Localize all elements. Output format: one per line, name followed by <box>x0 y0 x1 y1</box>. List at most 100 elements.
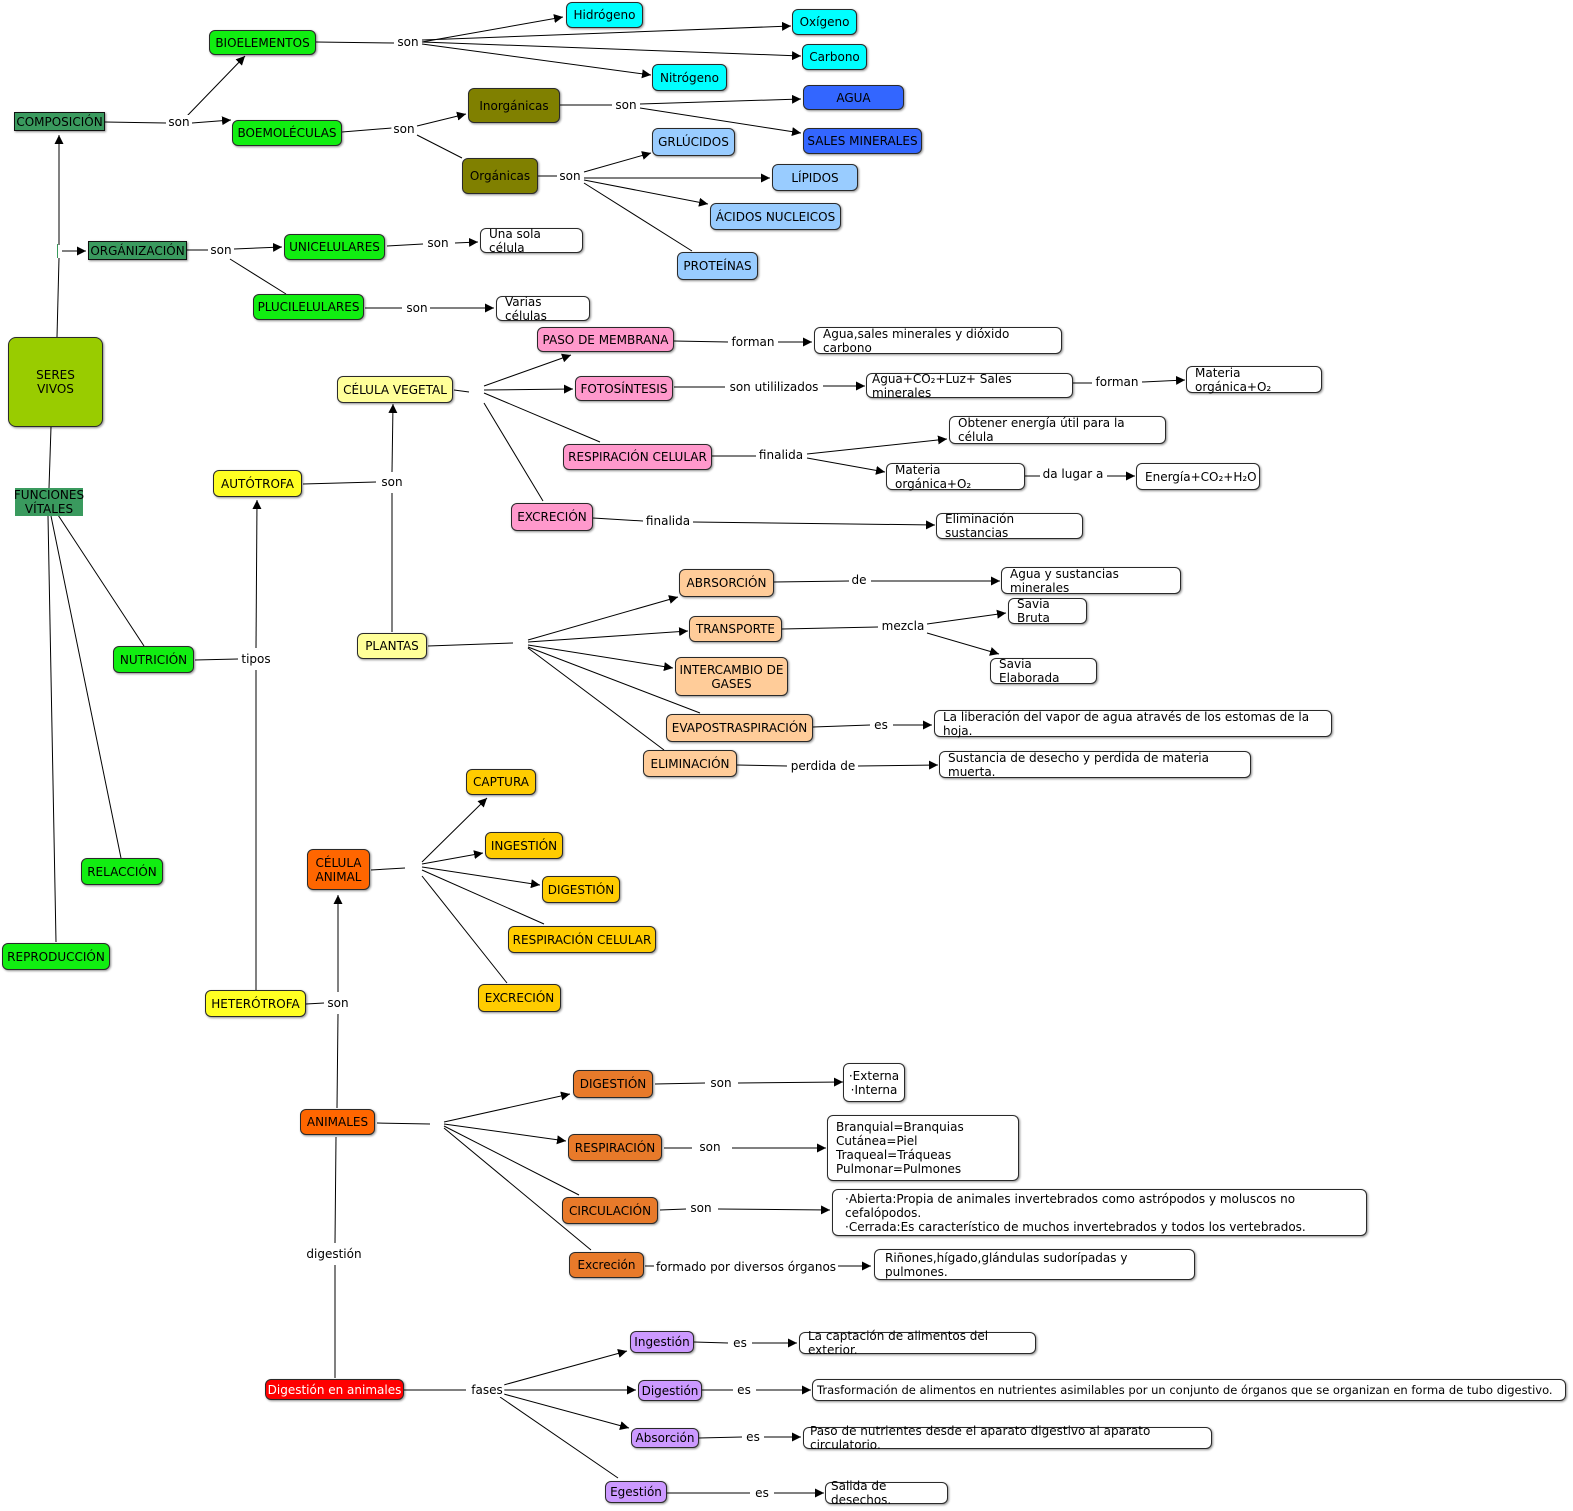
organizacion-node[interactable]: ORGÁNIZACIÓN <box>88 241 187 260</box>
captacion-alimentos-node[interactable]: La captación de alimentos del exterior. <box>799 1329 1036 1357</box>
link-forman-1: forman <box>729 335 777 349</box>
intercambio-gases-node[interactable]: INTERCAMBIO DE GASES <box>675 657 788 696</box>
ingestion-fase-node[interactable]: Ingestión <box>630 1331 694 1353</box>
link-finalida-2: finalida <box>643 514 693 528</box>
circulacion-node[interactable]: CIRCULACIÓN <box>562 1197 658 1224</box>
digestion-en-animales-node[interactable]: Digestión en animales <box>265 1379 404 1400</box>
link-tipos: tipos <box>239 652 273 666</box>
obtener-energia-node[interactable]: Obtener energía útil para la célula <box>949 416 1166 444</box>
seres-vivos-node[interactable]: SERES VIVOS <box>8 337 103 427</box>
animales-node[interactable]: ANIMALES <box>300 1109 375 1135</box>
celula-vegetal-node[interactable]: CÉLULA VEGETAL <box>337 376 453 403</box>
respiracion-animales-node[interactable]: RESPIRACIÓN <box>568 1134 662 1161</box>
autotrofa-node[interactable]: AUTÓTROFA <box>213 470 302 497</box>
nitrogeno-node[interactable]: Nitrógeno <box>652 64 727 91</box>
link-son-composicion: son <box>166 115 192 129</box>
composicion-node[interactable]: COMPOSICIÓN <box>14 112 105 131</box>
materia-organica-o2-node-a[interactable]: Materia orgánica+O₂ <box>1186 366 1322 394</box>
excrecion-vegetal-node[interactable]: EXCRECIÓN <box>511 503 593 531</box>
digestion-fase-node[interactable]: Digestión <box>638 1380 702 1401</box>
link-son-unicelulares: son <box>425 236 451 250</box>
ingestion-celula-node[interactable]: INGESTIÓN <box>485 832 563 859</box>
excrecion-animales-node[interactable]: Excreción <box>569 1252 644 1278</box>
liberacion-vapor-node[interactable]: La liberación del vapor de agua através … <box>934 710 1332 738</box>
link-son-organizacion: son <box>208 243 234 257</box>
link-son-respiracion-animales: son <box>697 1140 723 1154</box>
agua-sustancias-minerales-node[interactable]: Agua y sustancias minerales <box>1001 567 1181 595</box>
agua-sales-dioxido-node[interactable]: Agua,sales minerales y dióxido carbono <box>814 327 1062 355</box>
varias-celulas-node[interactable]: Varias células <box>496 295 590 323</box>
link-es-evapotraspiracion: es <box>872 718 890 732</box>
fotosintesis-node[interactable]: FOTOSÍNTESIS <box>575 376 673 401</box>
materia-organica-o2-node-b[interactable]: Materia orgánica+O₂ <box>886 463 1025 491</box>
reproduccion-node[interactable]: REPRODUCCIÓN <box>2 943 110 970</box>
sales-minerales-node[interactable]: SALES MINERALES <box>803 128 922 154</box>
pluricelulares-node[interactable]: PLUCILELULARES <box>253 294 364 320</box>
link-son-circulacion: son <box>688 1201 714 1215</box>
link-formado-por: formado por diversos órganos <box>653 1260 839 1274</box>
respiracion-celular-vegetal-node[interactable]: RESPIRACIÓN CELULAR <box>563 444 712 470</box>
organos-excrecion-node[interactable]: Riñones,hígado,glándulas sudorípadas y p… <box>874 1249 1195 1280</box>
organicas-node[interactable]: Orgánicas <box>462 158 538 194</box>
acidos-nucleicos-node[interactable]: ÁCIDOS NUCLEICOS <box>710 203 841 230</box>
digestion-animales-node[interactable]: DIGESTIÓN <box>573 1070 653 1098</box>
proteinas-node[interactable]: PROTEÍNAS <box>677 252 758 280</box>
agua-node[interactable]: AGUA <box>803 85 904 110</box>
link-son-organicas: son <box>557 169 583 183</box>
savia-bruta-node[interactable]: Savia Bruta <box>1008 597 1087 625</box>
link-son-heterotrofa: son <box>325 996 351 1010</box>
carbono-node[interactable]: Carbono <box>802 44 867 70</box>
salida-desechos-node[interactable]: Salida de desechos. <box>825 1479 948 1507</box>
respiracion-celular-animal-node[interactable]: RESPIRACIÓN CELULAR <box>508 926 656 953</box>
absorcion-plantas-node[interactable]: ABRSORCIÓN <box>679 569 774 597</box>
absorcion-fase-node[interactable]: Absorción <box>631 1428 699 1448</box>
link-son-autotrofa: son <box>379 475 405 489</box>
link-es-digestion: es <box>735 1383 753 1397</box>
link-perdida-de: perdida de <box>788 759 858 773</box>
biomoleculas-node[interactable]: BOEMOLÉCULAS <box>232 120 342 146</box>
eliminacion-plantas-node[interactable]: ELIMINACIÓN <box>643 750 737 777</box>
celula-animal-node[interactable]: CÉLULA ANIMAL <box>307 849 370 890</box>
agua-co2-luz-node[interactable]: Agua+CO₂+Luz+ Sales minerales <box>866 372 1073 400</box>
lipidos-node[interactable]: LÍPIDOS <box>772 164 858 191</box>
paso-membrana-node[interactable]: PASO DE MEMBRANA <box>537 327 674 352</box>
glucidos-node[interactable]: GRLÚCIDOS <box>652 128 735 156</box>
evapotraspiracion-node[interactable]: EVAPOSTRASPIRACIÓN <box>666 714 813 742</box>
externa-interna-node[interactable]: ·Externa ·Interna <box>843 1063 905 1102</box>
link-son-biomoleculas: son <box>391 122 417 136</box>
tipos-respiracion-node[interactable]: Branquial=Branquias Cutánea=Piel Traquea… <box>827 1115 1019 1181</box>
inorganicas-node[interactable]: Inorgánicas <box>468 88 560 123</box>
eliminacion-sustancias-node[interactable]: Eliminación sustancias <box>936 512 1083 540</box>
link-son-digestion-animales: son <box>708 1076 734 1090</box>
egestion-fase-node[interactable]: Egestión <box>605 1481 667 1503</box>
digestion-celula-node[interactable]: DIGESTIÓN <box>542 876 620 903</box>
nutricion-node[interactable]: NUTRICIÓN <box>113 646 194 673</box>
link-de: de <box>849 573 869 587</box>
link-forman-2: forman <box>1093 375 1141 389</box>
tipos-circulacion-node[interactable]: ·Abierta:Propia de animales invertebrado… <box>832 1189 1367 1236</box>
paso-nutrientes-node[interactable]: Paso de nutrientes desde el aparato dige… <box>803 1424 1212 1452</box>
link-es-ingestion: es <box>731 1336 749 1350</box>
hidrogeno-node[interactable]: Hidrógeno <box>566 2 643 28</box>
heterotrofa-node[interactable]: HETERÓTROFA <box>205 990 306 1017</box>
transporte-node[interactable]: TRANSPORTE <box>689 616 782 642</box>
oxigeno-node[interactable]: Oxígeno <box>792 9 857 35</box>
link-finalida-1: finalida <box>756 448 806 462</box>
captura-node[interactable]: CAPTURA <box>466 769 536 795</box>
link-son-bioelementos: son <box>395 35 421 49</box>
una-sola-celula-node[interactable]: Una sola célula <box>480 227 583 255</box>
bioelementos-node[interactable]: BIOELEMENTOS <box>209 30 316 55</box>
savia-elaborada-node[interactable]: Savia Elaborada <box>990 657 1097 685</box>
link-digestion: digestión <box>304 1247 364 1261</box>
sustancia-desecho-node[interactable]: Sustancia de desecho y perdida de materi… <box>939 751 1251 779</box>
relacion-node[interactable]: RELACCIÓN <box>81 858 163 885</box>
link-da-lugar-a: da lugar a <box>1040 467 1106 481</box>
unicelulares-node[interactable]: UNICELULARES <box>284 234 385 260</box>
energia-co2-h2o-node[interactable]: Energía+CO₂+H₂O <box>1136 463 1260 490</box>
link-es-absorcion: es <box>744 1430 762 1444</box>
funciones-vitales-node[interactable]: FUNCIONES VÍTALES <box>13 488 85 516</box>
excrecion-celula-node[interactable]: EXCRECIÓN <box>478 984 561 1012</box>
plantas-node[interactable]: PLANTAS <box>357 633 427 659</box>
trasformacion-alimentos-node[interactable]: Trasformación de alimentos en nutrientes… <box>812 1379 1566 1401</box>
